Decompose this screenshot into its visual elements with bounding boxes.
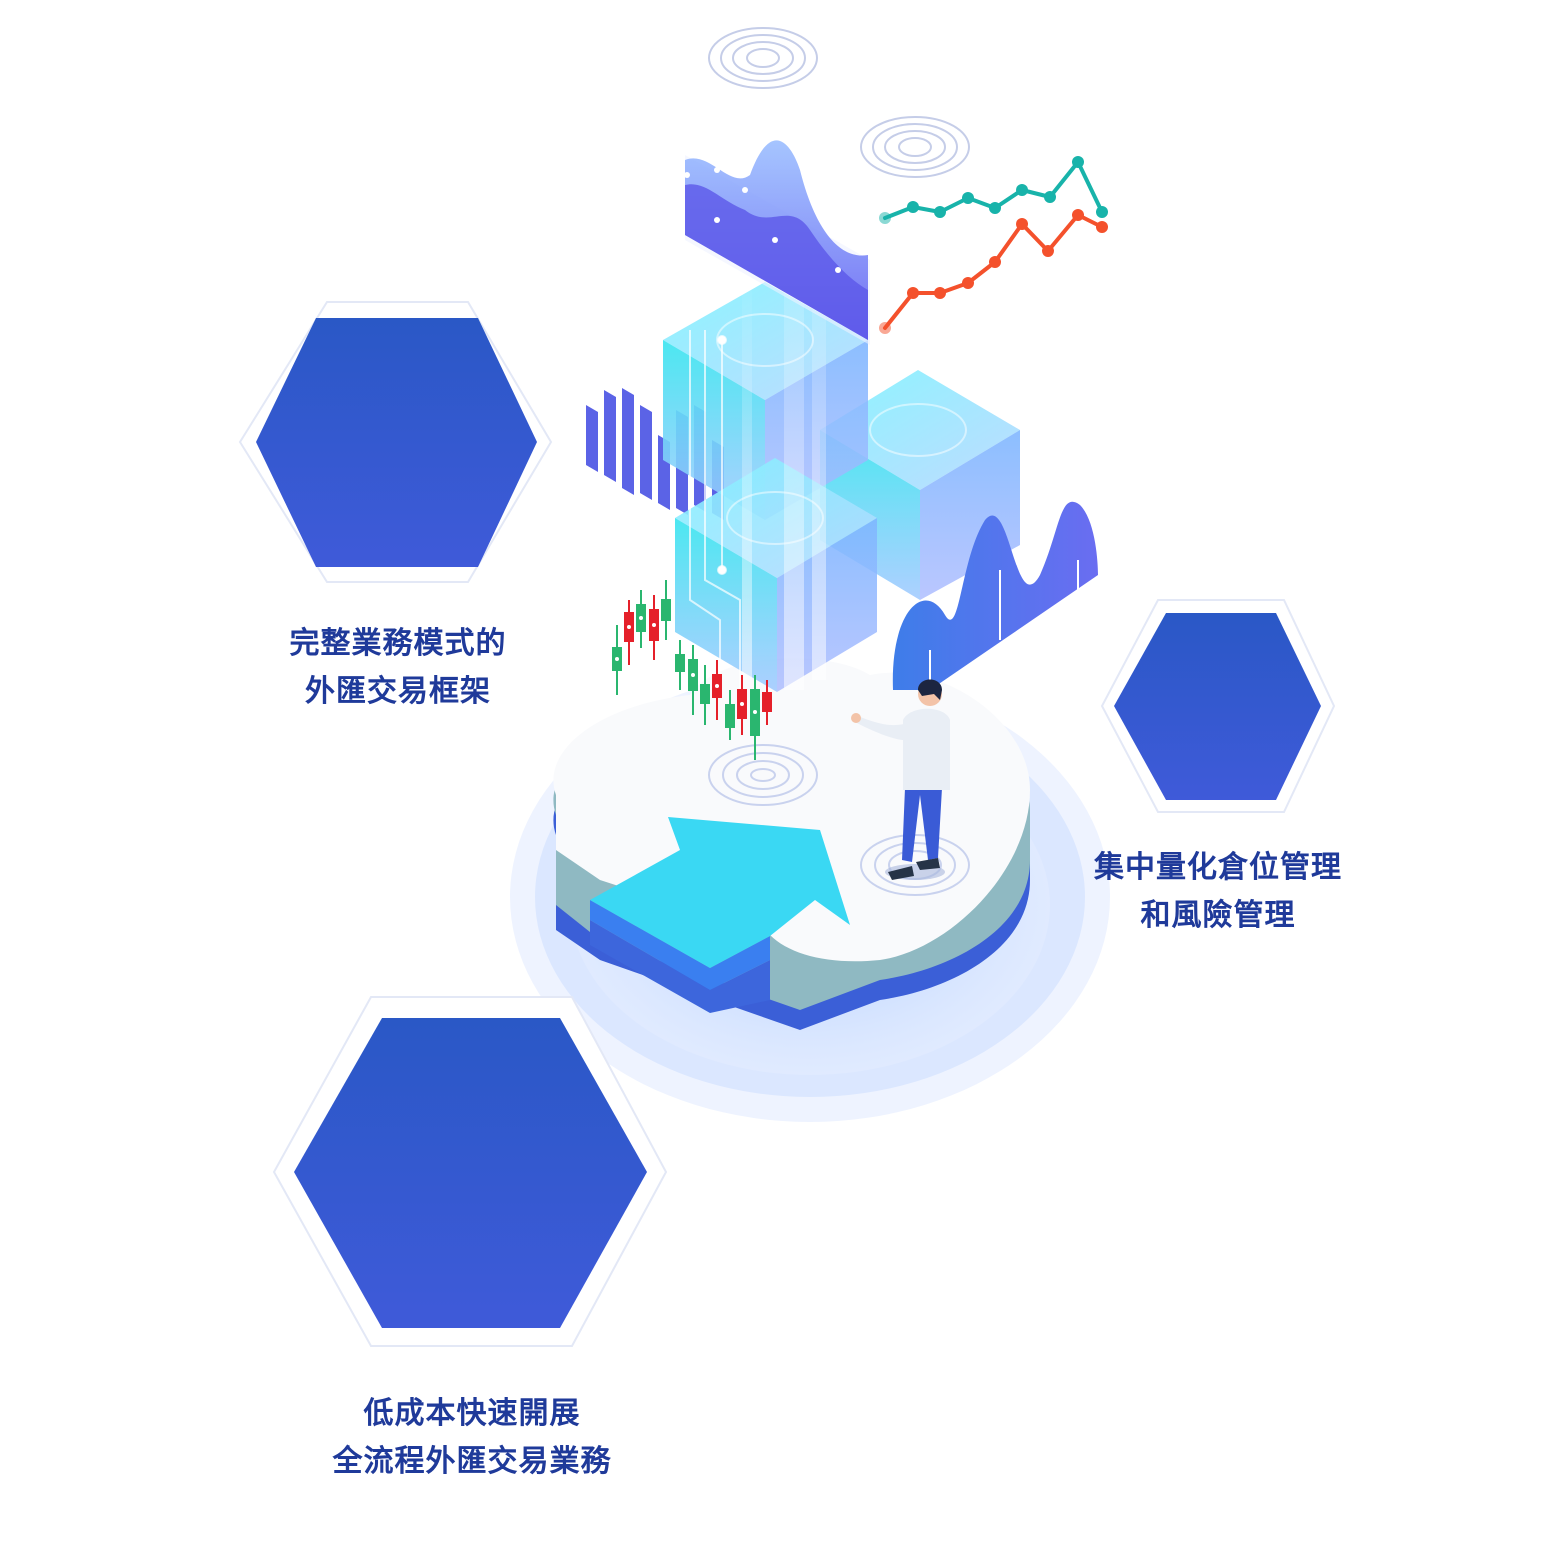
ring-icon — [860, 116, 970, 178]
caption-line: 全流程外匯交易業務 — [332, 1444, 612, 1479]
feature-hexagon — [238, 301, 553, 583]
feature-caption-cost: 低成本快速開展 全流程外匯交易業務 — [272, 1390, 672, 1486]
caption-line: 低成本快速開展 — [363, 1396, 581, 1431]
line-chart-icon — [883, 160, 1104, 330]
ring-icon — [708, 27, 818, 89]
feature-caption-risk: 集中量化倉位管理 和風險管理 — [1058, 844, 1378, 940]
caption-line: 集中量化倉位管理 — [1094, 850, 1342, 885]
caption-line: 和風險管理 — [1140, 898, 1296, 933]
feature-hexagon — [272, 996, 668, 1347]
caption-line: 外匯交易框架 — [305, 674, 491, 709]
ring-icon — [708, 744, 818, 806]
caption-line: 完整業務模式的 — [289, 626, 507, 661]
feature-hexagon — [1100, 599, 1336, 813]
area-chart-icon — [684, 132, 870, 345]
feature-caption-framework: 完整業務模式的 外匯交易框架 — [238, 620, 558, 716]
line-chart-points — [879, 156, 1108, 334]
circuit-lines — [689, 330, 741, 690]
arrow-icon — [590, 817, 850, 1013]
candlestick-chart-icon — [612, 580, 772, 760]
person-figure — [851, 679, 950, 880]
